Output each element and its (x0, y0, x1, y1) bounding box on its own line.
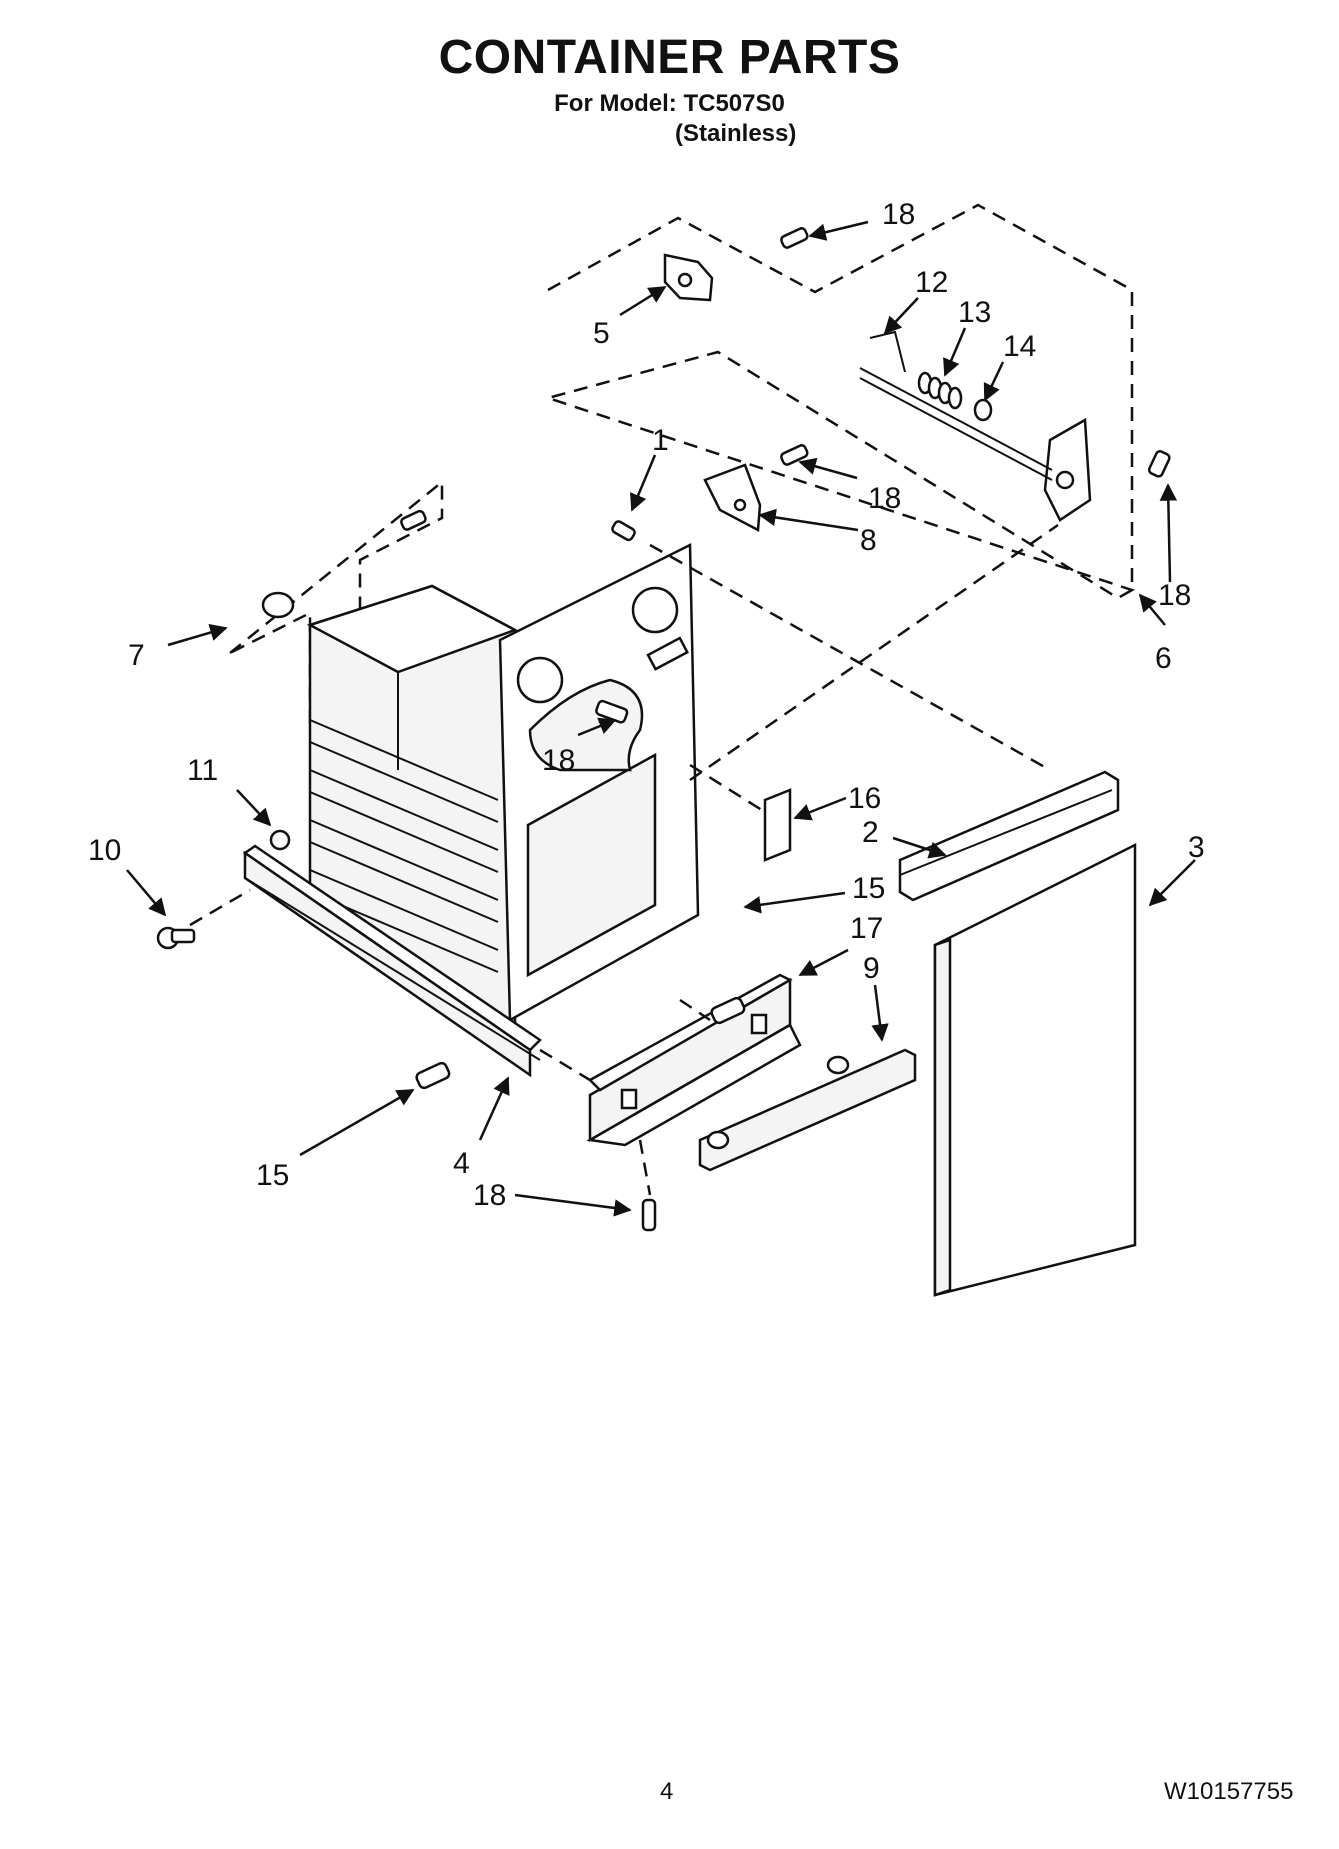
screw-18-top (780, 227, 809, 249)
glide (269, 829, 291, 851)
callout-3: 3 (1188, 831, 1205, 864)
door-top-trim (898, 770, 1120, 902)
leader-arrows (126, 220, 1196, 1217)
callout-12: 12 (915, 266, 948, 299)
callout-7: 7 (128, 639, 145, 672)
screw-18-bracket (780, 444, 809, 466)
screw-1 (611, 520, 636, 542)
callout-5: 5 (593, 317, 610, 350)
bumper (261, 591, 295, 619)
screw-15-lower (415, 1061, 451, 1090)
callout-9: 9 (863, 952, 880, 985)
hinge-washer (973, 398, 993, 422)
base-rail (242, 844, 542, 1078)
screw-15-upper (710, 996, 746, 1025)
screw-18-right (1147, 450, 1171, 478)
alignment-lines (189, 523, 1059, 1196)
hinge-spring (917, 371, 963, 410)
callout-14: 14 (1003, 330, 1036, 363)
callout-labels: 18 5 12 13 14 1 18 8 18 6 7 18 11 16 2 3… (88, 198, 1205, 1212)
leveling-leg (156, 926, 196, 950)
callout-1: 1 (652, 424, 669, 457)
document-number: W10157755 (1164, 1778, 1294, 1805)
callout-8: 8 (860, 524, 877, 557)
finish-label: (Stainless) (675, 120, 797, 147)
page-number: 4 (660, 1778, 674, 1805)
callout-18-bottom: 18 (473, 1179, 506, 1212)
callout-18-bracket: 18 (868, 482, 901, 515)
mounting-bracket (703, 463, 762, 532)
callout-17: 17 (850, 912, 883, 945)
side-bracket (763, 788, 792, 862)
callout-2: 2 (862, 816, 879, 849)
upper-hinge (859, 367, 1092, 522)
callout-16: 16 (848, 782, 881, 815)
callout-18-right: 18 (1158, 579, 1191, 612)
toe-grille (698, 1048, 917, 1172)
hinge-pin (869, 330, 906, 373)
callout-4: 4 (453, 1147, 470, 1180)
hinge-assembly-dashed-outline (543, 203, 1136, 600)
bumper-screw (400, 509, 427, 531)
callout-10: 10 (88, 834, 121, 867)
callout-13: 13 (958, 296, 991, 329)
callout-18-top: 18 (882, 198, 915, 231)
callout-18-body: 18 (542, 744, 575, 777)
callout-11: 11 (187, 754, 218, 787)
door-panel (933, 842, 1137, 1297)
callout-15-lower: 15 (256, 1159, 289, 1192)
container-body (306, 542, 700, 1033)
hinge-block (663, 253, 714, 302)
model-line: For Model: TC507S0 (554, 90, 785, 117)
callout-6: 6 (1155, 642, 1172, 675)
callout-15-upper: 15 (852, 872, 885, 905)
page-title: CONTAINER PARTS (438, 31, 901, 84)
screw-18-bottom (641, 1198, 657, 1232)
